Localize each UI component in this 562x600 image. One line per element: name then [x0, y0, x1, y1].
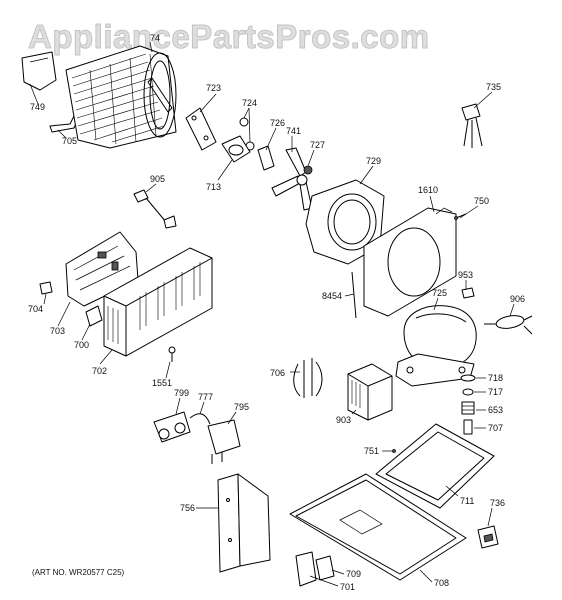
part-749-cover	[21, 51, 57, 91]
callout-8454: 8454	[322, 291, 342, 301]
art-number: (ART NO. WR20577 C25)	[32, 568, 125, 577]
callout-708: 708	[434, 578, 449, 588]
callout-729: 729	[366, 156, 381, 166]
callout-903: 903	[336, 415, 351, 425]
callout-706: 706	[270, 368, 285, 378]
callout-coil: 74	[150, 33, 160, 43]
part-706-tube	[293, 358, 323, 398]
part-1610-fan-frame	[363, 207, 457, 317]
callout-777: 777	[198, 392, 213, 402]
callout-741: 741	[286, 126, 301, 136]
callout-727: 727	[310, 140, 325, 150]
part-953-clip	[461, 287, 475, 299]
callout-704: 704	[28, 304, 43, 314]
callout-736: 736	[490, 498, 505, 508]
part-707-sleeve	[463, 419, 473, 435]
part-723-bracket	[185, 107, 217, 151]
callout-702: 702	[92, 366, 107, 376]
part-726-adapter	[257, 145, 275, 171]
part-8454-rod	[351, 271, 357, 319]
callout-906: 906	[510, 294, 525, 304]
callout-1610: 1610	[418, 185, 438, 195]
callout-724: 724	[242, 98, 257, 108]
callout-701: 701	[340, 582, 355, 592]
callout-labels: 749 705 74 723 724 726 741 727 713 729 7…	[28, 33, 525, 592]
part-condenser-coil	[65, 45, 177, 149]
callout-703: 703	[50, 326, 65, 336]
part-750-screw	[454, 213, 467, 220]
callout-717: 717	[488, 387, 503, 397]
callout-711: 711	[460, 496, 474, 506]
part-727-nut	[303, 165, 313, 175]
part-1551-screw	[168, 346, 176, 362]
callout-795: 795	[234, 402, 249, 412]
part-741-fan-blade	[271, 147, 313, 211]
part-905-thermistor	[133, 189, 177, 229]
part-700-inverter	[85, 305, 103, 327]
part-906-drier	[484, 315, 533, 335]
part-713-fan-motor	[221, 135, 251, 163]
part-701-bracket	[295, 551, 317, 587]
part-704-connector	[39, 281, 53, 295]
callout-799: 799	[174, 388, 189, 398]
callout-723: 723	[206, 83, 221, 93]
part-653-grommet	[461, 401, 475, 415]
part-735-relay	[461, 103, 483, 148]
part-756-side-panel	[217, 473, 271, 573]
part-903-control-box	[347, 363, 393, 421]
part-725-compressor	[395, 305, 477, 387]
part-799-water-valve	[153, 411, 191, 443]
callout-700: 700	[74, 340, 89, 350]
callout-905: 905	[150, 174, 165, 184]
callout-953: 953	[458, 270, 473, 280]
callout-751: 751	[364, 446, 379, 456]
callout-709: 709	[346, 569, 361, 579]
watermark-text: AppliancePartsPros.com	[28, 18, 430, 55]
callout-705: 705	[62, 136, 77, 146]
part-717-grommet	[462, 388, 474, 396]
part-709-bracket	[315, 555, 335, 581]
part-718-washer	[460, 374, 476, 382]
callout-725: 725	[432, 288, 447, 298]
callout-749: 749	[30, 102, 45, 112]
callout-726: 726	[270, 118, 285, 128]
part-751-screw	[392, 449, 396, 453]
part-702-cover	[103, 247, 213, 357]
callout-756: 756	[180, 503, 195, 513]
part-708-base	[289, 473, 467, 581]
callout-707: 707	[488, 423, 503, 433]
callout-713: 713	[206, 182, 221, 192]
callout-718: 718	[488, 373, 503, 383]
callout-653: 653	[488, 405, 503, 415]
callout-1551: 1551	[152, 378, 172, 388]
part-711-drain-pan	[375, 423, 495, 509]
part-795-valve	[207, 419, 241, 464]
callout-735: 735	[486, 82, 501, 92]
callout-750: 750	[474, 196, 489, 206]
part-736-switch	[477, 525, 499, 549]
leader-lines	[29, 41, 515, 587]
part-777-tube	[189, 413, 211, 425]
